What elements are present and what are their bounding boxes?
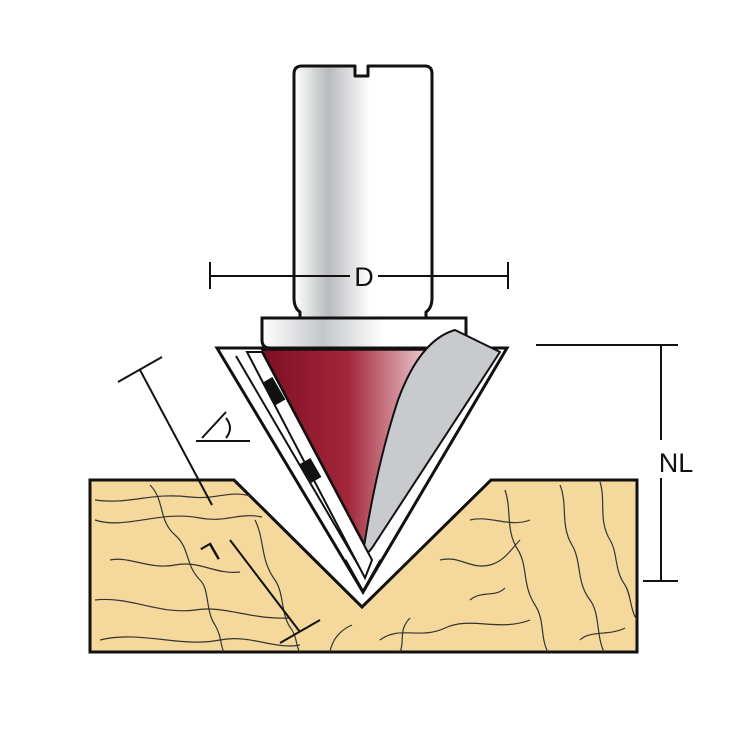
shank-body (292, 64, 434, 322)
wood-block (88, 478, 639, 654)
dimension-d: D (209, 262, 509, 292)
dim-d-label: D (354, 262, 374, 292)
dimension-nl: NL (536, 344, 694, 582)
workpiece (88, 478, 639, 654)
angle-icon (196, 411, 250, 442)
wood-grain (94, 481, 638, 653)
carbide-mark-lower (300, 458, 322, 484)
flute-edge (235, 355, 365, 576)
dim-nl-label: NL (659, 448, 694, 478)
v-cutter (214, 329, 510, 596)
carbide-mark-upper (262, 377, 286, 406)
cutter-tip (343, 559, 383, 596)
dim-l-tick-top (117, 356, 163, 383)
dim-l-line-top (139, 369, 213, 506)
dim-l-line-bottom (229, 539, 301, 633)
shank (292, 64, 434, 322)
